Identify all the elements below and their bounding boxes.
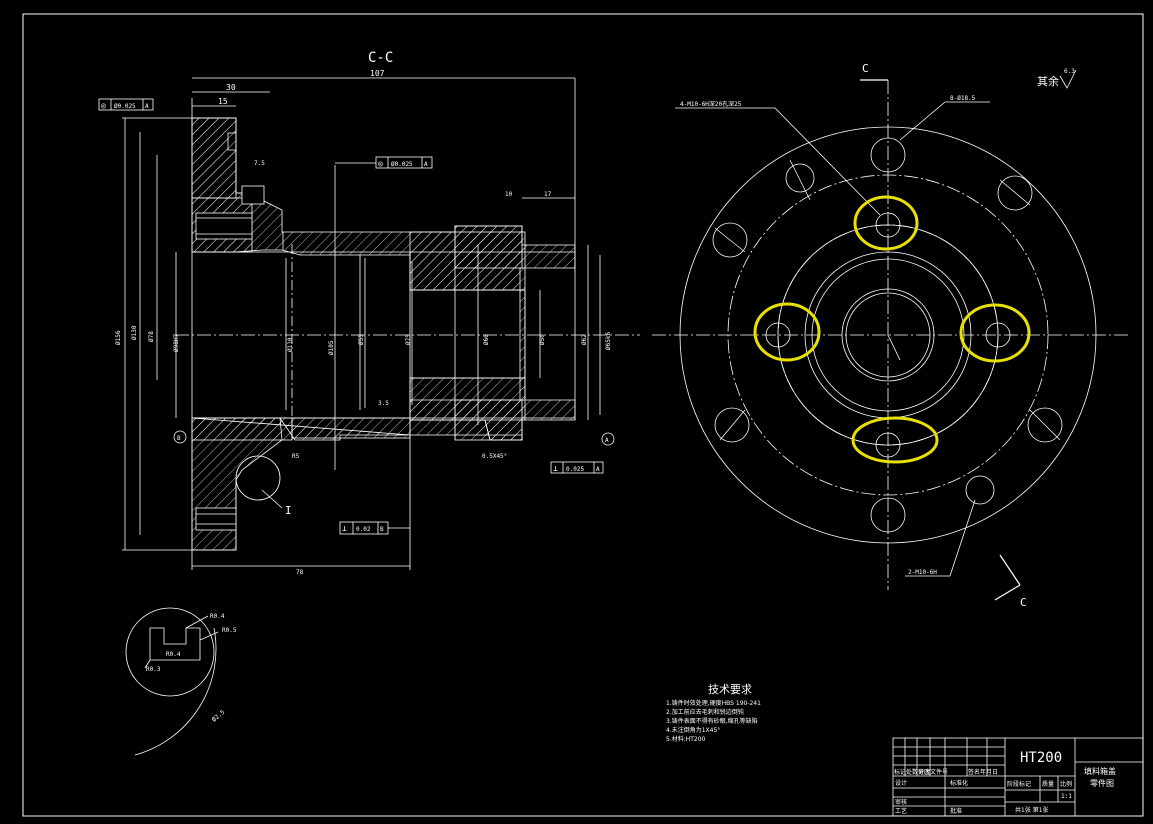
dim-chamfer: 0.5X45° [482, 453, 507, 460]
dim-dia-50: Ø50 [539, 334, 546, 345]
tb-process: 工艺 [895, 807, 907, 815]
dim-10: 10 [505, 191, 513, 198]
dim-dia-end: Ø65k6 [605, 332, 612, 350]
dim-bore1: Ø98H7 [173, 334, 180, 352]
svg-text:◎: ◎ [378, 159, 383, 168]
tech-line-5: 5.材料:HT200 [666, 735, 706, 743]
tb-design: 设计 [895, 779, 907, 787]
section-view [122, 77, 640, 570]
detail-marker-label: I [285, 504, 292, 517]
tb-standard: 标准化 [950, 779, 968, 787]
dim-7-5: 7.5 [254, 160, 265, 167]
hatch-hub-lower [291, 417, 411, 439]
svg-text:B: B [380, 526, 384, 533]
detail-r03: R0.3 [146, 666, 161, 673]
hatch-bottom-strip [191, 417, 293, 441]
highlight-marks [753, 195, 1031, 464]
dim-dia-78: Ø78 [148, 331, 155, 342]
dim-r5: R5 [292, 453, 300, 460]
fcf-4: ⊥ 0.02 B [339, 521, 410, 535]
tb-sheets: 共1张 第1张 [1015, 806, 1049, 814]
dim-dia-130: Ø130 [131, 325, 138, 340]
svg-text:B: B [177, 435, 181, 442]
svg-text:⊥: ⊥ [342, 524, 347, 533]
highlight-left-hole [753, 302, 821, 362]
fcf-1: ◎ Ø0.025 A [98, 98, 154, 111]
surface-note: 其余 [1037, 74, 1059, 88]
svg-text:Ø0.025: Ø0.025 [114, 103, 136, 110]
section-marker-bottom: C [1020, 596, 1027, 609]
tech-line-1: 1.铸件时效处理,硬度HBS 190-241 [666, 699, 761, 707]
title-block [892, 737, 1144, 817]
detail-r04b: R0.4 [166, 651, 181, 658]
dim-dia-60: Ø60 [483, 334, 490, 345]
tb-review: 审核 [895, 798, 907, 806]
svg-text:A: A [596, 466, 600, 473]
highlight-right-hole [959, 303, 1031, 363]
dim-bore2: Ø110 [287, 337, 294, 352]
detail-r04a: R0.4 [210, 613, 225, 620]
hole-callout-2: 8-Ø18.5 [950, 95, 976, 102]
dim-dia-156: Ø156 [115, 330, 122, 345]
tb-row-marks: 标记处数分区 [894, 768, 930, 776]
dim-30: 30 [226, 83, 236, 92]
datum-a-marker: A [601, 432, 615, 446]
tb-part-name-1: 填料箱盖 [1084, 766, 1116, 776]
section-title: C-C [368, 50, 393, 66]
detail-view [125, 607, 219, 756]
tb-row-sign: 签名年月日 [968, 768, 998, 776]
tb-part-name-2: 零件图 [1090, 778, 1114, 788]
tech-line-4: 4.未注倒角为1X45° [666, 726, 720, 734]
roughness-symbol [1059, 69, 1077, 89]
svg-text:◎: ◎ [101, 101, 106, 110]
dim-dia-62: Ø62 [581, 334, 588, 345]
dim-15: 15 [218, 97, 228, 106]
section-marker-top: C [862, 62, 869, 75]
detail-dia: Ø2.5 [211, 709, 227, 724]
surface-roughness: 6.3 [1064, 68, 1075, 75]
fcf-2: ◎ Ø0.025 A [335, 156, 433, 169]
svg-text:Ø0.025: Ø0.025 [391, 161, 413, 168]
tb-scale: 1:1 [1061, 793, 1072, 800]
tb-weight: 质量 [1042, 780, 1054, 788]
dim-bore3: Ø105 [328, 340, 335, 355]
tech-title: 技术要求 [708, 683, 752, 696]
dim-3-5: 3.5 [378, 400, 389, 407]
dim-dia-55: Ø55 [358, 334, 365, 345]
end-view [652, 79, 1130, 601]
datum-b-marker: B [173, 430, 187, 444]
dim-17: 17 [544, 191, 552, 198]
hatch-right-top [454, 225, 523, 269]
detail-r05: R0.5 [222, 627, 237, 634]
svg-text:A: A [424, 161, 428, 168]
hatch-right-bot [454, 399, 523, 441]
svg-text:0.02: 0.02 [356, 526, 371, 533]
tb-material: HT200 [1020, 750, 1062, 766]
sheet-border [22, 13, 1144, 817]
fcf-3: ⊥ 0.025 A [550, 461, 604, 474]
dim-78: 78 [296, 569, 304, 576]
hole-callout-1: 4-M10-6H深20孔深25 [680, 100, 742, 108]
tech-line-2: 2.加工前应去毛刺和锐边倒钝 [666, 708, 744, 716]
tb-approve: 批准 [950, 807, 962, 815]
highlight-bottom-hole [851, 416, 939, 464]
dim-dia-75: Ø75 [405, 334, 412, 345]
dim-overall-length: 107 [370, 69, 385, 78]
tb-stage: 阶段标记 [1007, 780, 1031, 788]
svg-text:A: A [145, 103, 149, 110]
tb-scale-label: 比例 [1060, 780, 1072, 788]
tb-row-file: 更改文件号 [918, 768, 948, 776]
hole-callout-3: 2-M10-6H [908, 569, 937, 576]
svg-text:⊥: ⊥ [553, 464, 558, 473]
highlight-top-hole [853, 195, 919, 251]
svg-text:A: A [605, 437, 609, 444]
svg-text:0.025: 0.025 [566, 466, 584, 473]
tech-line-3: 3.铸件表面不得有砂眼,缩孔等缺陷 [666, 717, 758, 725]
hatch-flange-top-block [191, 117, 237, 199]
